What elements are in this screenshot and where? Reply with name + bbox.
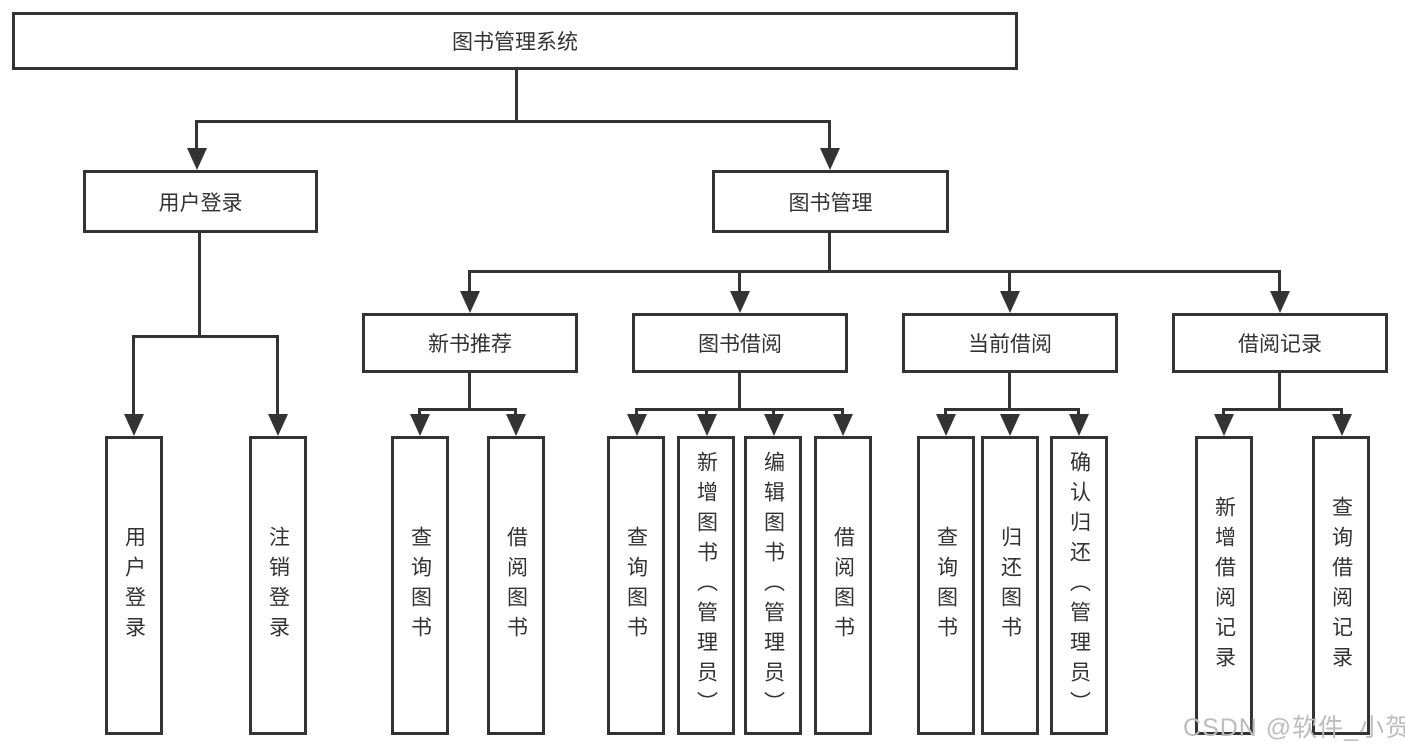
arrow-down-icon	[1332, 414, 1352, 436]
arrow-down-icon	[124, 414, 144, 436]
node-current-borrow-label: 当前借阅	[968, 333, 1052, 356]
leaf-return-books-label: 归还图书	[998, 525, 1022, 646]
leaf-query-books-borrow: 查询图书	[607, 436, 665, 735]
leaf-query-books-current-label: 查询图书	[934, 525, 958, 646]
leaf-borrow-books-recommend: 借阅图书	[487, 436, 545, 735]
arrow-down-icon	[187, 148, 207, 170]
connector-drop	[195, 120, 198, 150]
connector-drop	[1077, 408, 1080, 416]
connector-drop	[276, 335, 279, 416]
leaf-borrow-books-recommend-label: 借阅图书	[504, 525, 528, 646]
leaf-add-book-admin: 新增图书（管理员）	[677, 436, 735, 735]
leaf-query-borrow-record: 查询借阅记录	[1312, 436, 1370, 735]
connector-user-login-hline	[132, 335, 279, 338]
node-new-book-recommend: 新书推荐	[362, 313, 578, 373]
node-book-management-label: 图书管理	[788, 191, 873, 215]
connector-drop	[944, 408, 947, 416]
connector-drop	[705, 408, 708, 416]
csdn-watermark: CSDN @软件_小贺同学	[1183, 714, 1405, 742]
connector-hline	[1222, 408, 1343, 411]
leaf-edit-book-admin-label: 编辑图书（管理员）	[761, 450, 785, 721]
node-root-label: 图书管理系统	[452, 31, 578, 54]
leaf-confirm-return-admin-label: 确认归还（管理员）	[1067, 450, 1091, 721]
node-book-borrow: 图书借阅	[632, 313, 848, 373]
connector-drop	[1278, 270, 1281, 293]
arrow-down-icon	[1214, 414, 1234, 436]
connector-drop	[1008, 270, 1011, 293]
connector-drop	[841, 408, 844, 416]
leaf-query-borrow-record-label: 查询借阅记录	[1329, 495, 1353, 676]
connector-stub	[468, 372, 471, 410]
arrow-down-icon	[1270, 291, 1290, 313]
connector-drop	[1340, 408, 1343, 416]
leaf-add-borrow-record: 新增借阅记录	[1195, 436, 1253, 735]
connector-drop	[468, 270, 471, 293]
arrow-down-icon	[410, 414, 430, 436]
connector-drop	[772, 408, 775, 416]
connector-stub	[1008, 372, 1011, 410]
arrow-down-icon	[820, 148, 840, 170]
leaf-query-books-recommend-label: 查询图书	[408, 525, 432, 646]
connector-drop	[514, 408, 517, 416]
node-user-login-label: 用户登录	[158, 191, 243, 215]
node-new-book-recommend-label: 新书推荐	[428, 333, 512, 356]
arrow-down-icon	[730, 291, 750, 313]
node-current-borrow: 当前借阅	[902, 313, 1118, 373]
connector-stub	[1278, 372, 1281, 410]
arrow-down-icon	[460, 291, 480, 313]
node-borrow-records-label: 借阅记录	[1238, 333, 1322, 356]
connector-drop	[635, 408, 638, 416]
arrow-down-icon	[506, 414, 526, 436]
leaf-user-login: 用户登录	[105, 436, 163, 735]
arrow-down-icon	[833, 414, 853, 436]
node-user-login: 用户登录	[83, 170, 318, 233]
leaf-query-books-recommend: 查询图书	[391, 436, 449, 735]
leaf-add-borrow-record-label: 新增借阅记录	[1212, 495, 1236, 676]
connector-level1-hline	[196, 120, 831, 123]
node-book-management: 图书管理	[712, 170, 949, 233]
leaf-return-books: 归还图书	[981, 436, 1039, 735]
connector-drop	[738, 270, 741, 293]
connector-hline	[635, 408, 844, 411]
leaf-query-books-borrow-label: 查询图书	[624, 525, 648, 646]
leaf-edit-book-admin: 编辑图书（管理员）	[744, 436, 802, 735]
connector-drop	[828, 120, 831, 150]
arrow-down-icon	[627, 414, 647, 436]
leaf-query-books-current: 查询图书	[917, 436, 975, 735]
connector-level3-hline	[468, 270, 1281, 273]
arrow-down-icon	[1000, 414, 1020, 436]
leaf-logout: 注销登录	[249, 436, 307, 735]
connector-drop	[418, 408, 421, 416]
connector-drop	[1222, 408, 1225, 416]
arrow-down-icon	[1069, 414, 1089, 436]
arrow-down-icon	[936, 414, 956, 436]
connector-hline	[418, 408, 517, 411]
connector-book-mgmt-stub	[828, 232, 831, 272]
connector-drop	[132, 335, 135, 416]
leaf-confirm-return-admin: 确认归还（管理员）	[1050, 436, 1108, 735]
node-book-borrow-label: 图书借阅	[698, 333, 782, 356]
node-borrow-records: 借阅记录	[1172, 313, 1388, 373]
arrow-down-icon	[268, 414, 288, 436]
connector-stub	[738, 372, 741, 410]
connector-root-stub	[515, 70, 518, 120]
leaf-logout-label: 注销登录	[266, 525, 290, 646]
leaf-add-book-admin-label: 新增图书（管理员）	[694, 450, 718, 721]
leaf-user-login-label: 用户登录	[122, 525, 146, 646]
leaf-borrow-books: 借阅图书	[814, 436, 872, 735]
leaf-borrow-books-label: 借阅图书	[831, 525, 855, 646]
node-root: 图书管理系统	[12, 12, 1018, 70]
connector-hline	[944, 408, 1080, 411]
connector-user-login-stub	[198, 232, 201, 336]
arrow-down-icon	[697, 414, 717, 436]
arrow-down-icon	[764, 414, 784, 436]
arrow-down-icon	[1000, 291, 1020, 313]
